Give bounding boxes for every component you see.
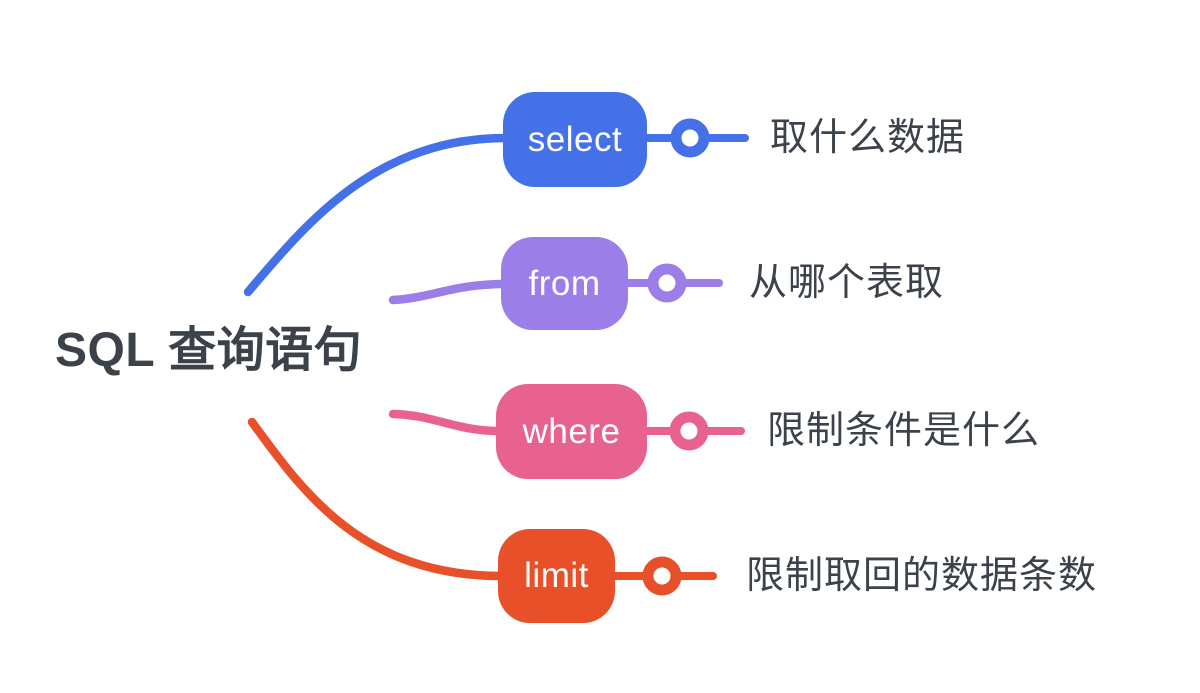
connector-donut-where bbox=[669, 411, 709, 451]
branch-curve-where bbox=[388, 409, 505, 436]
branch-description-where[interactable]: 限制条件是什么 bbox=[767, 410, 1041, 452]
branch-curve-select bbox=[243, 133, 511, 297]
connector-donut-from bbox=[647, 263, 687, 303]
root-node[interactable]: SQL 查询语句 bbox=[55, 324, 363, 377]
node-limit[interactable]: limit bbox=[498, 529, 615, 623]
node-select[interactable]: select bbox=[503, 92, 647, 187]
branch-description-limit[interactable]: 限制取回的数据条数 bbox=[746, 555, 1098, 597]
node-where[interactable]: where bbox=[496, 384, 647, 479]
branch-description-select[interactable]: 取什么数据 bbox=[770, 117, 966, 159]
connector-donut-limit bbox=[642, 556, 682, 596]
connector-donut-select bbox=[670, 118, 710, 158]
node-from[interactable]: from bbox=[501, 237, 628, 330]
branch-curve-from bbox=[388, 279, 511, 305]
branch-description-from[interactable]: 从哪个表取 bbox=[749, 262, 945, 304]
branch-curve-limit bbox=[247, 417, 507, 581]
